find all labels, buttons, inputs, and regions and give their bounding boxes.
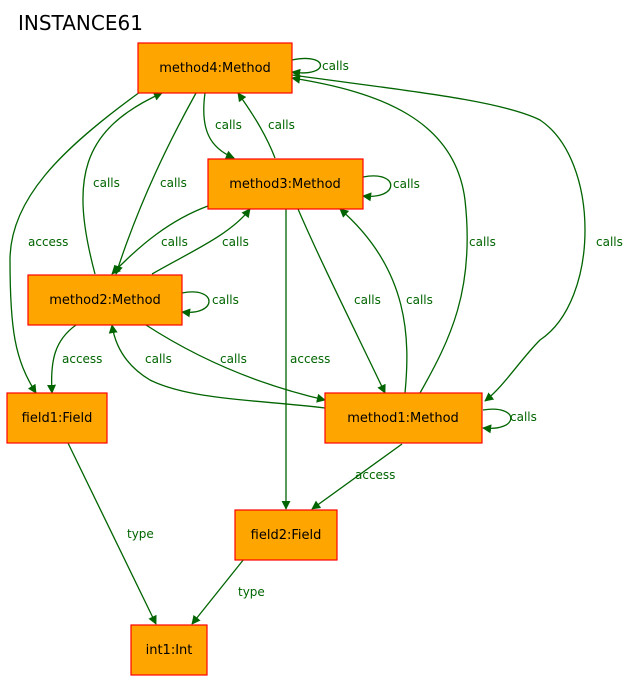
edge-label: calls <box>268 118 295 132</box>
edge-method4-method3 <box>203 92 235 160</box>
edge-method3-method3 <box>362 175 392 202</box>
edge-label: calls <box>161 235 188 249</box>
edge-method2-method3 <box>151 208 251 275</box>
edge-method1-method3 <box>339 208 408 394</box>
edge-method4-method2 <box>114 92 197 275</box>
edge-label: access <box>290 352 330 366</box>
edge-method4-method1 <box>291 74 586 402</box>
node-label: method3:Method <box>229 177 341 192</box>
edge-label: calls <box>322 59 349 73</box>
node-field1: field1:Field <box>6 392 108 444</box>
edge-method2-method2 <box>181 291 210 318</box>
edge-method1-method4 <box>291 74 468 394</box>
edge-label: calls <box>222 235 249 249</box>
edge-label: access <box>355 468 395 482</box>
edge-method3-method1 <box>297 208 386 394</box>
edge-label: calls <box>354 293 381 307</box>
edges: calls calls calls calls calls access cal… <box>9 57 623 625</box>
edge-method1-method1 <box>482 408 512 434</box>
edge-label: calls <box>145 352 172 366</box>
edge-label: access <box>28 235 68 249</box>
edge-method2-method4 <box>82 92 163 275</box>
node-method4: method4:Method <box>137 42 293 94</box>
edge-label: calls <box>510 410 537 424</box>
edge-method1-method2 <box>108 324 326 409</box>
node-label: method1:Method <box>347 411 459 426</box>
edge-label: calls <box>220 352 247 366</box>
node-label: field2:Field <box>251 528 322 543</box>
edge-label: calls <box>215 118 242 132</box>
node-label: field1:Field <box>22 411 93 426</box>
edge-method2-field1 <box>47 324 77 394</box>
edge-method4-method4 <box>291 57 321 78</box>
node-field2: field2:Field <box>234 509 338 561</box>
edge-method3-method2 <box>111 205 209 275</box>
edge-method3-method4 <box>237 92 276 159</box>
node-label: method4:Method <box>159 61 271 76</box>
node-label: int1:Int <box>146 643 193 658</box>
edge-label: calls <box>212 293 239 307</box>
node-int1: int1:Int <box>130 624 208 676</box>
edge-label: calls <box>406 293 433 307</box>
edge-label: calls <box>596 235 623 249</box>
edge-label: calls <box>93 176 120 190</box>
node-method3: method3:Method <box>207 158 364 210</box>
edge-method4-field1 <box>9 91 141 394</box>
edge-method1-field2 <box>311 443 403 510</box>
edge-label: calls <box>160 176 187 190</box>
node-label: method2:Method <box>49 293 161 308</box>
nodes: method4:Method method3:Method method2:Me… <box>6 42 483 676</box>
diagram-title: INSTANCE61 <box>18 11 143 35</box>
edge-label: type <box>238 585 265 599</box>
edge-method2-method1 <box>145 324 326 403</box>
edge-label: calls <box>393 177 420 191</box>
node-method1: method1:Method <box>324 392 483 444</box>
edge-label: access <box>62 352 102 366</box>
edge-label: type <box>127 527 154 541</box>
edge-field1-int1 <box>67 442 157 625</box>
node-method2: method2:Method <box>27 274 183 326</box>
edge-field2-int1 <box>191 558 245 625</box>
edge-label: calls <box>469 235 496 249</box>
